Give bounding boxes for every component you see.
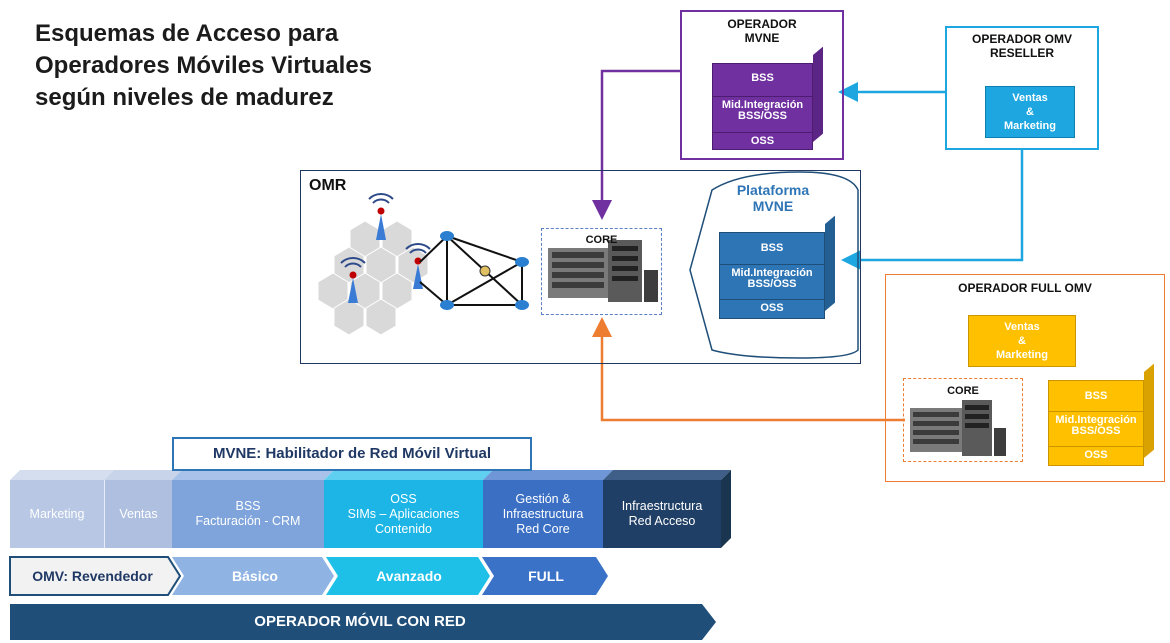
reseller-header-2: RESELLER [989, 46, 1054, 60]
title-line-2: Operadores Móviles Virtuales [35, 52, 373, 79]
full-omv-oss-label: OSS [1049, 446, 1143, 461]
segment-bss-label-1: BSS [235, 499, 261, 513]
server-rack-icon [910, 400, 1006, 456]
full-omv-stack: BSS Mid.Integración BSS/OSS OSS [1048, 380, 1144, 466]
segment-bss-label-2: Facturación - CRM [195, 514, 301, 528]
chevron-operador-red [10, 604, 716, 640]
segment-gestion-label-2: Infraestructura [502, 506, 584, 521]
reseller-header-1: OPERADOR OMV [971, 32, 1072, 46]
cell-hexagons [317, 220, 429, 336]
platform-stack-side [825, 215, 835, 311]
arrow-mvne-to-core [592, 69, 680, 220]
segment-oss-label-3: Contenido [375, 521, 432, 536]
reseller-box: OPERADOR OMV RESELLER [945, 26, 1099, 150]
segment-marketing-label: Marketing [29, 506, 85, 521]
platform-mid-label-2: BSS/OSS [747, 278, 797, 290]
platform-oss-label: OSS [720, 299, 824, 314]
segment-bss: BSS Facturación - CRM [172, 480, 324, 548]
mvne-mid-label-1: Mid.Integración [713, 96, 812, 111]
full-omv-line-1: Ventas [1004, 321, 1040, 333]
mvne-bss-label: BSS [751, 72, 774, 84]
segment-oss-label-1: OSS [390, 491, 417, 506]
omr-box: OMR [300, 170, 861, 364]
chevron-basico [172, 557, 334, 595]
platform-mid-label-1: Mid.Integración [720, 264, 824, 279]
platform-stack: BSS Mid.Integración BSS/OSS OSS [719, 232, 825, 319]
segment-infra-label-1: Infraestructura [621, 499, 703, 513]
segment-ventas: Ventas [104, 480, 172, 548]
segment-oss-label-2: SIMs – Aplicaciones [347, 506, 460, 521]
full-omv-bss-label: BSS [1084, 390, 1108, 402]
reseller-line-2: & [1026, 106, 1034, 118]
server-rack-icon [548, 240, 658, 302]
antenna-icon [368, 193, 394, 240]
segment-infraestructura: Infraestructura Red Acceso [603, 480, 721, 548]
full-omv-box: OPERADOR FULL OMV [885, 274, 1165, 482]
platform-title-1: Plataforma [736, 182, 810, 198]
full-omv-ventas-block: Ventas & Marketing [968, 315, 1076, 367]
title-line-3: según niveles de madurez [35, 84, 334, 111]
full-omv-mid-label-2: BSS/OSS [1071, 425, 1121, 437]
full-omv-core-label: CORE [947, 385, 979, 397]
antenna-icon [340, 257, 366, 303]
platform-bracket [689, 171, 859, 359]
level-basico-label: Básico [232, 568, 278, 584]
mvne-oss-label: OSS [713, 132, 812, 147]
reseller-line-1: Ventas [1012, 92, 1048, 104]
title-line-1: Esquemas de Acceso para [35, 20, 339, 47]
segment-oss: OSS SIMs – Aplicaciones Contenido [324, 480, 483, 548]
omr-core-label: CORE [585, 234, 618, 246]
mvne-mid-label-2: BSS/OSS [738, 110, 787, 122]
segment-infra-label-2: Red Acceso [628, 514, 696, 528]
mvne-stack-side [813, 46, 823, 142]
mvne-header-1: OPERADOR [727, 17, 797, 31]
chevron-avanzado [326, 557, 490, 595]
diagram-title: Esquemas de Acceso para Operadores Móvil… [35, 18, 455, 114]
segment-ventas-label: Ventas [119, 506, 158, 521]
mvne-banner: MVNE: Habilitador de Red Móvil Virtual [172, 437, 532, 471]
segment-marketing: Marketing [10, 480, 104, 548]
full-omv-header: OPERADOR FULL OMV [958, 281, 1092, 295]
arrow-fullomv-to-core [592, 317, 905, 422]
platform-bss-label: BSS [760, 242, 784, 254]
omr-core-dashed-box: CORE [541, 228, 662, 315]
level-full-label: FULL [528, 568, 564, 584]
segment-gestion: Gestión & Infraestructura Red Core [483, 480, 603, 548]
arrow-reseller-to-platform [841, 150, 1024, 270]
segment-gestion-label-1: Gestión & [515, 491, 571, 506]
full-omv-mid-label-1: Mid.Integración [1049, 411, 1143, 426]
chevron-full [482, 557, 608, 595]
platform-title: Plataforma MVNE [708, 182, 838, 214]
full-omv-stack-side [1144, 363, 1154, 458]
full-omv-core-dashed-box: CORE [903, 378, 1023, 462]
platform-title-2: MVNE [752, 198, 794, 214]
reseller-ventas-block: Ventas & Marketing [985, 86, 1075, 138]
segment-gestion-label-3: Red Core [516, 521, 570, 536]
level-revendedor-label: OMV: Revendedor [32, 568, 153, 584]
reseller-line-3: Marketing [1004, 120, 1056, 132]
full-omv-line-3: Marketing [996, 349, 1048, 361]
operador-mvne-box: OPERADOR MVNE [680, 10, 844, 160]
mvne-header-2: MVNE [744, 31, 780, 45]
full-omv-line-2: & [1018, 335, 1026, 347]
mvne-banner-text: MVNE: Habilitador de Red Móvil Virtual [212, 445, 492, 462]
mvne-stack: BSS Mid.Integración BSS/OSS OSS [712, 63, 813, 150]
chevron-revendedor [9, 556, 182, 596]
level-avanzado-label: Avanzado [376, 568, 442, 584]
omr-label: OMR [309, 177, 347, 194]
level-operador-red-label: OPERADOR MÓVIL CON RED [254, 613, 466, 630]
